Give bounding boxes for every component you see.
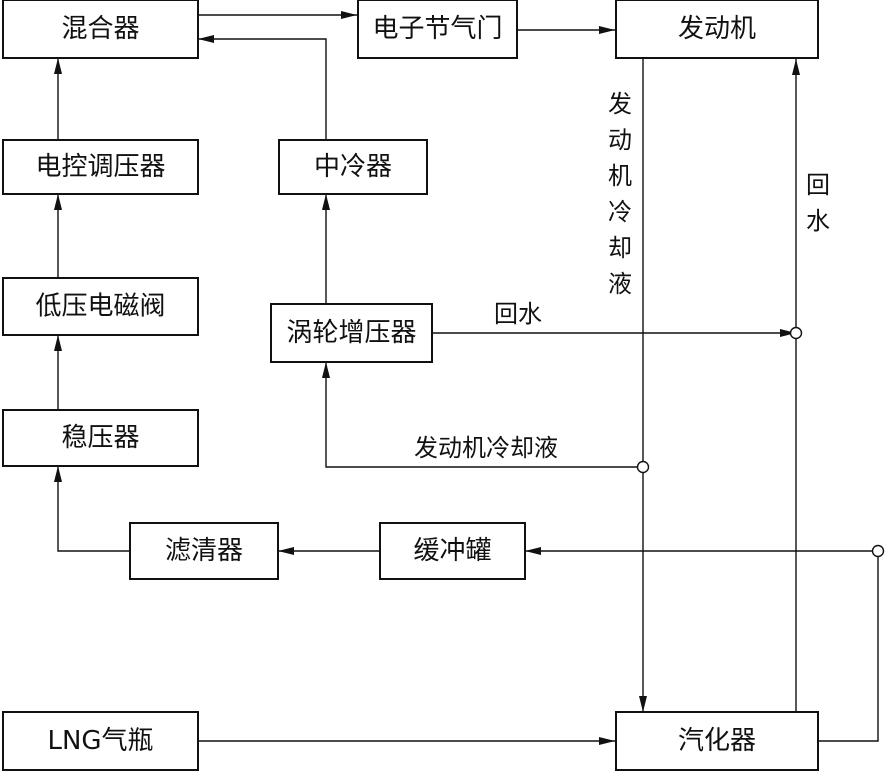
box-low-pressure-valve-label: 低压电磁阀 [35, 292, 165, 322]
box-engine: 发动机 [615, 0, 819, 59]
label-engine-coolant-char: 机 [608, 162, 632, 190]
box-low-pressure-valve: 低压电磁阀 [2, 277, 199, 336]
junction-coolant [636, 460, 650, 474]
box-lng-tank: LNG气瓶 [2, 711, 199, 771]
box-filter: 滤清器 [129, 522, 279, 580]
label-return-water-vertical: 回 水 [806, 171, 830, 235]
box-regulator-label: 电控调压器 [35, 152, 165, 182]
label-return-water-char: 回 [806, 171, 830, 199]
box-buffer-tank-label: 缓冲罐 [413, 536, 491, 566]
box-vaporizer: 汽化器 [615, 711, 819, 771]
box-turbocharger: 涡轮增压器 [270, 303, 433, 363]
box-mixer: 混合器 [2, 0, 199, 59]
box-throttle: 电子节气门 [357, 0, 518, 59]
box-turbocharger-label: 涡轮增压器 [286, 318, 416, 348]
box-throttle-label: 电子节气门 [372, 14, 502, 44]
label-engine-coolant-char: 动 [608, 126, 632, 154]
junction-return-water [789, 326, 803, 340]
box-stabilizer-label: 稳压器 [61, 423, 139, 453]
arrow-coolant-to-turbo [322, 362, 643, 468]
arrow-intercooler-to-mixer [198, 35, 327, 140]
box-stabilizer: 稳压器 [2, 409, 199, 467]
label-return-water-horizontal: 回水 [494, 300, 542, 328]
box-engine-label: 发动机 [678, 14, 756, 44]
label-engine-coolant-char: 却 [608, 234, 632, 262]
arrow-vaporizer-to-buffer [525, 547, 879, 742]
label-engine-coolant-vertical: 发 动 机 冷 却 液 [608, 90, 632, 298]
box-intercooler: 中冷器 [278, 139, 428, 195]
connections [54, 11, 879, 745]
label-engine-coolant-char: 冷 [608, 198, 632, 226]
box-filter-label: 滤清器 [165, 536, 243, 566]
box-mixer-label: 混合器 [61, 14, 139, 44]
box-vaporizer-label: 汽化器 [678, 726, 756, 756]
junction-vaporizer-outlet [871, 544, 885, 558]
arrow-filter-to-stabilizer [54, 466, 130, 552]
box-lng-tank-label: LNG气瓶 [47, 726, 153, 756]
label-return-water-char: 水 [806, 207, 830, 235]
box-intercooler-label: 中冷器 [314, 152, 392, 182]
box-regulator: 电控调压器 [2, 139, 199, 195]
label-engine-coolant-char: 液 [608, 270, 632, 298]
box-buffer-tank: 缓冲罐 [379, 522, 526, 580]
label-engine-coolant-char: 发 [608, 90, 632, 118]
label-engine-coolant-horizontal: 发动机冷却液 [414, 434, 558, 462]
junctions [636, 326, 885, 558]
